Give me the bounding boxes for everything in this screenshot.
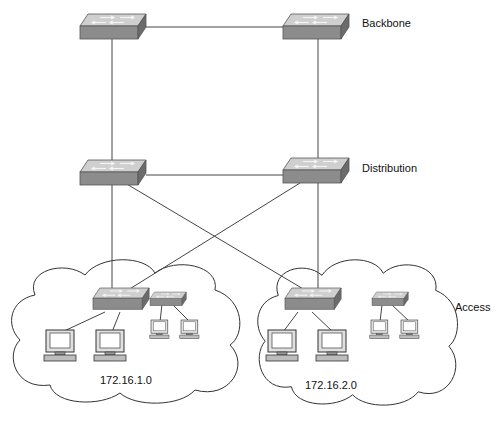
access-switch — [285, 288, 341, 309]
distribution-switch — [283, 158, 349, 183]
backbone-switch — [80, 14, 146, 39]
layer-label: Distribution — [362, 162, 417, 174]
subnet-address: 172.16.2.0 — [305, 379, 357, 391]
workstation — [370, 320, 389, 339]
workstation — [180, 320, 199, 339]
workstation — [44, 330, 76, 361]
distribution-switch — [80, 160, 146, 185]
workstation — [94, 330, 126, 361]
layer-label: Access — [455, 301, 490, 313]
access-switch — [150, 292, 186, 306]
subnet-address: 172.16.1.0 — [100, 374, 152, 386]
workstation — [400, 320, 419, 339]
access-switch — [93, 288, 149, 309]
access-switch — [372, 292, 408, 306]
workstation — [266, 330, 298, 361]
workstation — [150, 320, 169, 339]
layer-label: Backbone — [362, 17, 411, 29]
backbone-switch — [283, 14, 349, 39]
workstation — [316, 330, 348, 361]
subnet-cloud: 172.16.1.0 — [5, 255, 245, 405]
